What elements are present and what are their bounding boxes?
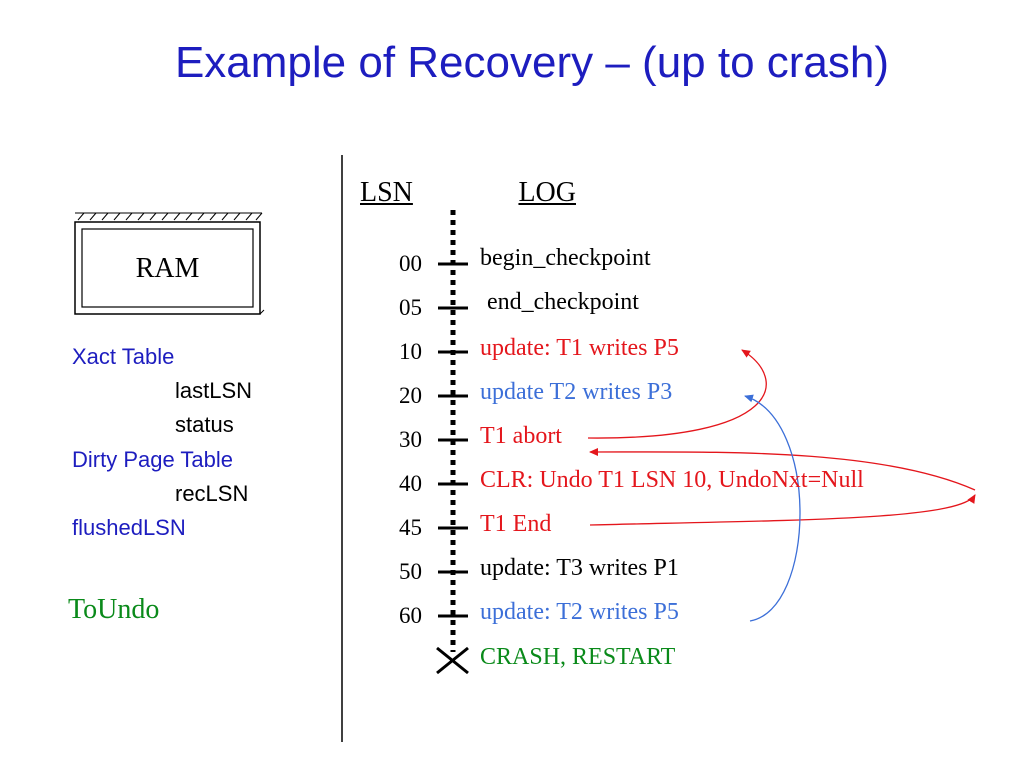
lsn-ticks	[438, 262, 468, 618]
ram-label: RAM	[135, 253, 200, 284]
lsn-number: 60	[399, 603, 422, 628]
log-record-text: update: T2 writes P5	[480, 599, 679, 625]
lsn-number: 30	[399, 427, 422, 452]
lsn-number: 45	[399, 515, 422, 540]
flushed-lsn-label: flushedLSN	[72, 515, 186, 540]
lsn-header: LSN	[360, 177, 413, 208]
lsn-number: 20	[399, 383, 422, 408]
last-lsn-label: lastLSN	[175, 378, 253, 403]
log-record-text: update: T3 writes P1	[480, 555, 679, 581]
lsn-number: 50	[399, 559, 422, 584]
dirty-page-table-label: Dirty Page Table	[72, 447, 234, 472]
page-title: Example of Recovery – (up to crash)	[174, 38, 890, 87]
arrow-clr-to-abort	[589, 447, 976, 491]
status-label: status	[175, 412, 234, 437]
log-header: LOG	[518, 177, 576, 208]
log-record-text: begin_checkpoint	[480, 245, 651, 271]
rec-lsn-label: recLSN	[175, 481, 249, 506]
log-record-text: end_checkpoint	[487, 289, 639, 315]
xact-table-label: Xact Table	[72, 344, 175, 369]
arrow-end-to-clr	[589, 494, 976, 526]
crash-x-icon	[436, 646, 469, 675]
lsn-number: 05	[399, 295, 422, 320]
to-undo-label: ToUndo	[68, 594, 160, 625]
log-record-text: CLR: Undo T1 LSN 10, UndoNxt=Null	[480, 467, 864, 493]
lsn-number: 10	[399, 339, 422, 364]
lsn-number: 00	[399, 251, 422, 276]
arrow-lsn60-to-lsn20	[744, 394, 801, 622]
log-record-text: T1 End	[480, 511, 552, 537]
ram-box	[74, 212, 265, 315]
log-record-text: T1 abort	[480, 423, 562, 449]
crash-restart-text: CRASH, RESTART	[480, 644, 676, 670]
log-record-text: update T2 writes P3	[480, 379, 673, 405]
lsn-number: 40	[399, 471, 422, 496]
arrow-abort-to-lsn10	[587, 349, 767, 439]
log-record-text: update: T1 writes P5	[480, 335, 679, 361]
